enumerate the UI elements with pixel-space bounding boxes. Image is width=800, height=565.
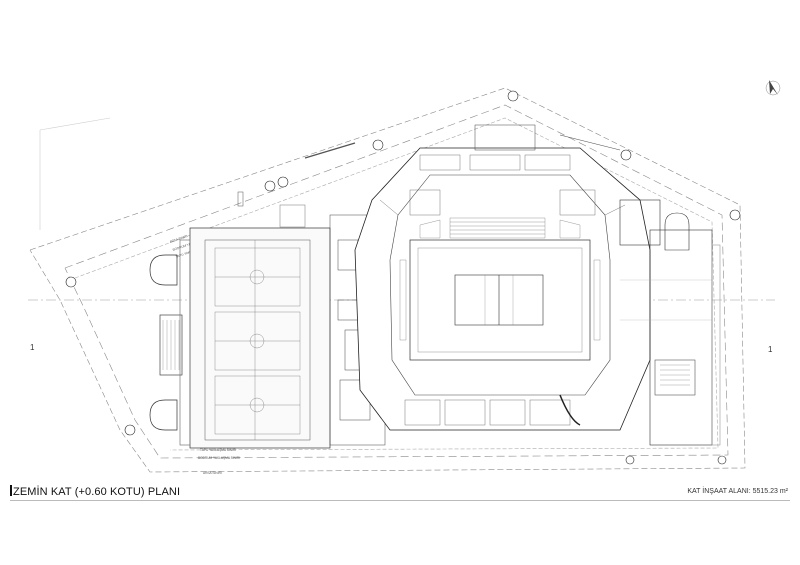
arena-rooms <box>379 154 626 426</box>
training-hall <box>149 227 331 449</box>
tapu-boundary <box>74 117 719 451</box>
bodrum-bottom-label: BODRUM YAKLAŞMA SINIRI <box>198 456 240 460</box>
section-marker-left: 1 <box>30 343 35 352</box>
arsa-top-label: ARSA SINIRI <box>169 234 188 244</box>
section-marker-right: 1 <box>768 345 773 354</box>
tapu-bottom-label: TAPU YAKLAŞMA SINIRI <box>200 448 236 452</box>
plan-title: ZEMİN KAT (+0.60 KOTU) PLANI <box>10 485 180 498</box>
north-block <box>237 124 621 228</box>
seating-top <box>419 217 581 239</box>
arsa-bottom-label: ARSA SINIRI <box>203 471 222 475</box>
bodrum-boundary <box>64 104 729 459</box>
site-boundaries <box>29 87 746 473</box>
arsa-boundary <box>29 87 746 473</box>
floor-area-label: KAT İNŞAAT ALANI: 5515.23 m² <box>687 488 788 495</box>
north-arrow-icon <box>765 80 781 96</box>
title-underline <box>10 500 790 501</box>
east-wing <box>619 199 721 446</box>
tree-icon <box>65 90 741 465</box>
main-arena <box>354 147 651 431</box>
